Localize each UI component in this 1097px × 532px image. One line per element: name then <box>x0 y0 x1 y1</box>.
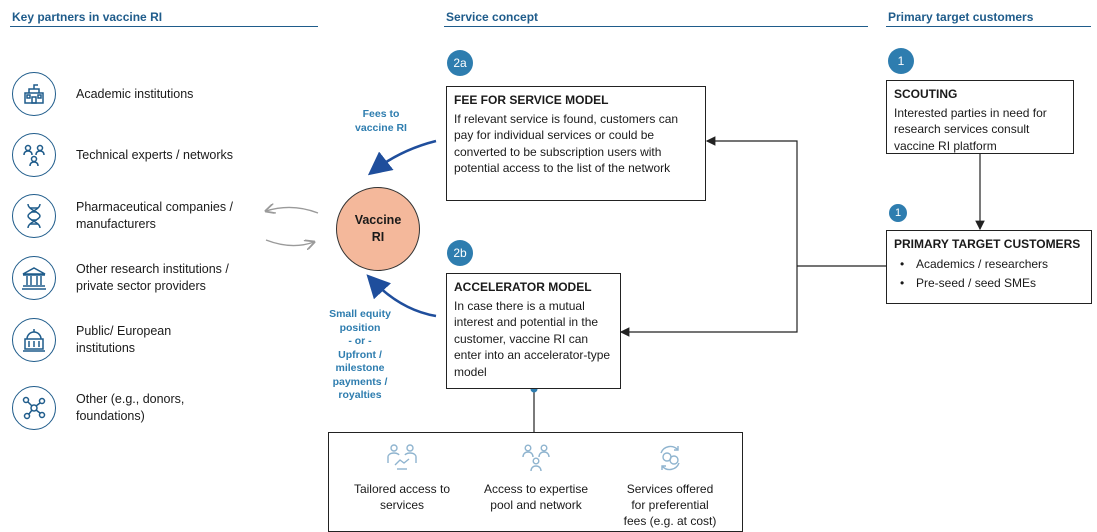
divider <box>10 26 318 27</box>
divider <box>444 26 868 27</box>
header-partners: Key partners in vaccine RI <box>12 10 163 24</box>
divider <box>886 26 1091 27</box>
offering-label: Tailored access to services <box>353 482 451 512</box>
primary-customers-box: PRIMARY TARGET CUSTOMERS Academics / res… <box>886 230 1092 304</box>
currency-exchange-icon <box>605 441 735 475</box>
partner-public: Public/ European institutions <box>12 316 302 364</box>
primary-title: PRIMARY TARGET CUSTOMERS <box>894 237 1081 251</box>
offering-item: Access to expertise pool and network <box>471 441 601 513</box>
partner-label: Other (e.g., donors, foundations) <box>76 392 185 423</box>
partner-experts: Technical experts / networks <box>12 131 302 179</box>
vaccine-ri-node: Vaccine RI <box>336 187 420 271</box>
dna-icon <box>12 194 56 238</box>
badge-1: 1 <box>889 204 907 222</box>
fee-model-body: If relevant service is found, customers … <box>454 111 679 176</box>
offering-label: Services offered for preferential fees (… <box>623 482 717 528</box>
header-customers: Primary target customers <box>888 10 1034 24</box>
partner-label: Technical experts / networks <box>76 147 234 162</box>
partner-other: Other (e.g., donors, foundations) <box>12 384 302 432</box>
partner-label: Academic institutions <box>76 86 194 101</box>
network-nodes-icon <box>12 386 56 430</box>
accelerator-body: In case there is a mutual interest and p… <box>454 298 611 379</box>
fees-note: Fees to vaccine RI <box>355 108 407 134</box>
scouting-title: SCOUTING <box>894 87 958 101</box>
fee-model-title: FEE FOR SERVICE MODEL <box>454 93 609 107</box>
partner-label: Public/ European institutions <box>76 324 172 355</box>
list-item: Pre-seed / seed SMEs <box>894 275 1084 292</box>
people-network-icon <box>12 133 56 177</box>
partner-academic: Academic institutions <box>12 70 302 118</box>
bank-building-icon <box>12 256 56 300</box>
offering-item: Services offered for preferential fees (… <box>605 441 735 529</box>
accelerator-box: ACCELERATOR MODEL In case there is a mut… <box>446 273 621 389</box>
badge-2b: 2b <box>447 240 473 266</box>
scouting-body: Interested parties in need for research … <box>894 105 1047 153</box>
header-concept: Service concept <box>446 10 539 24</box>
offerings-box: Tailored access to services Access to ex… <box>328 432 743 532</box>
primary-list: Academics / researchers Pre-seed / seed … <box>894 256 1084 292</box>
equity-note: Small equity position - or - Upfront / m… <box>329 308 391 401</box>
badge-2a: 2a <box>447 50 473 76</box>
partner-pharma: Pharmaceutical companies / manufacturers <box>12 192 302 240</box>
offering-label: Access to expertise pool and network <box>483 482 589 512</box>
partner-label: Pharmaceutical companies / manufacturers <box>76 200 234 231</box>
offering-item: Tailored access to services <box>337 441 467 513</box>
school-icon <box>12 72 56 116</box>
expert-group-icon <box>471 441 601 475</box>
government-building-icon <box>12 318 56 362</box>
fee-for-service-box: FEE FOR SERVICE MODEL If relevant servic… <box>446 86 706 201</box>
accelerator-title: ACCELERATOR MODEL <box>454 280 592 294</box>
partner-research: Other research institutions / private se… <box>12 254 302 302</box>
partner-label: Other research institutions / private se… <box>76 262 229 293</box>
list-item: Academics / researchers <box>894 256 1084 273</box>
scouting-box: SCOUTING Interested parties in need for … <box>886 80 1074 154</box>
handshake-icon <box>337 441 467 475</box>
badge-1: 1 <box>888 48 914 74</box>
